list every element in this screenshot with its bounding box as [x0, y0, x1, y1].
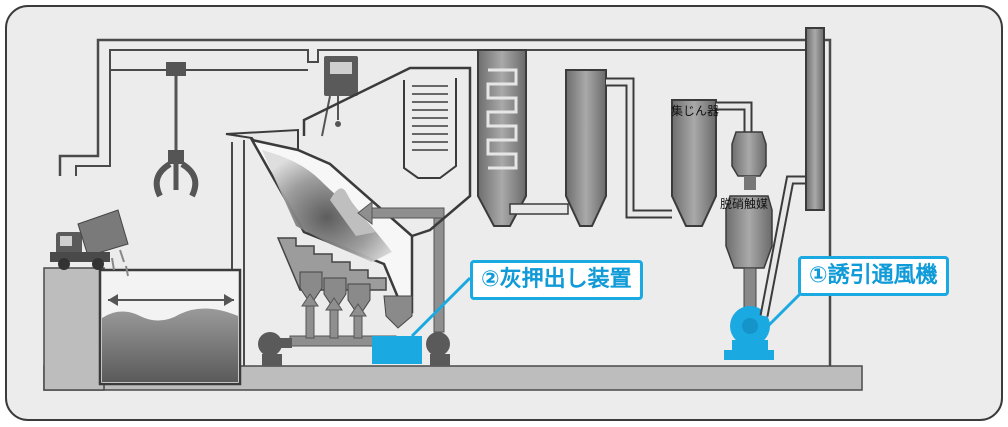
boiler-duct	[302, 66, 472, 238]
ash-extruder	[372, 336, 422, 364]
secondary-air-duct	[357, 200, 445, 333]
pit-arrow-head-right	[224, 294, 234, 306]
crane-grab-icon	[153, 62, 199, 198]
flame-plume	[330, 188, 376, 236]
superheater-coil	[412, 85, 448, 151]
connector-1	[509, 203, 569, 215]
stack	[805, 27, 825, 211]
building-frame-inner	[75, 49, 820, 176]
forced-draft-fan	[258, 332, 292, 366]
dust-collector	[671, 99, 717, 227]
ash-extruder-leader	[410, 276, 472, 338]
pit-arrow-head-left	[108, 294, 118, 306]
dust-collector-outlet-inner	[716, 103, 751, 132]
steam-drum	[321, 56, 358, 137]
cooling-tower	[565, 69, 607, 227]
boiler-duct-inner	[403, 78, 457, 179]
economizer-tower	[477, 49, 527, 227]
dust-collector-label: 集じん器	[671, 104, 720, 118]
induced-draft-fan-callout: ①誘引通風機	[798, 256, 949, 296]
building-frame	[58, 38, 832, 366]
induced-draft-fan-leader	[766, 292, 802, 328]
economizer-coil	[486, 68, 518, 170]
ash-extruder-callout: ②灰押出し装置	[470, 260, 643, 300]
denitration-catalyst-tower	[725, 131, 773, 309]
ground-left-block	[43, 267, 105, 391]
fan-icon	[724, 306, 774, 360]
flue-to-stack-inner	[761, 177, 806, 317]
pit-refuse	[102, 308, 238, 382]
secondary-air-fan	[426, 332, 450, 366]
ash-chute	[383, 295, 413, 329]
garbage-truck-icon	[50, 209, 129, 277]
denitration-catalyst-label: 脱硝触媒	[720, 197, 769, 211]
duct-to-dust-collector-inner	[606, 79, 672, 217]
